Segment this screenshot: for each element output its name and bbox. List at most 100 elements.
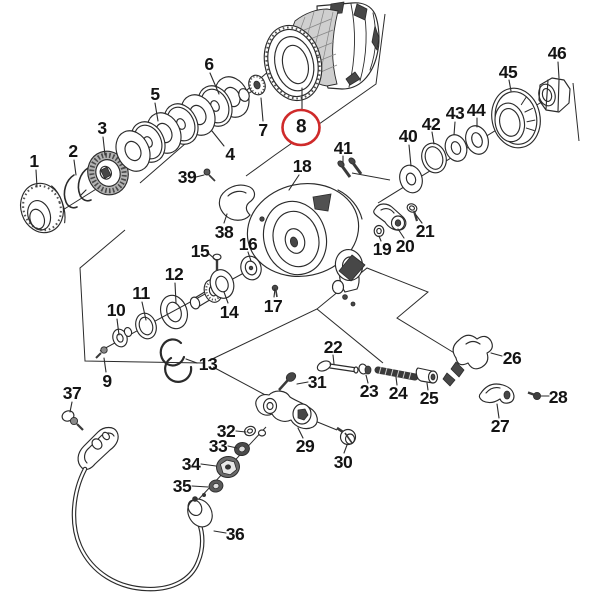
parts-19-21-clutch [373, 203, 419, 238]
part-3-drag-wheel [87, 150, 129, 196]
leader-line-17 [273, 288, 276, 298]
part-number: 16 [239, 234, 258, 254]
leader-line-18 [288, 174, 300, 191]
frame-line [572, 82, 580, 142]
leader-line-45 [508, 79, 512, 92]
leader-line-22 [332, 354, 335, 365]
frame-line [207, 267, 457, 362]
part-label-39: 39 [178, 167, 198, 187]
part-2-clips [63, 167, 92, 209]
part-label-22: 22 [324, 337, 344, 357]
parts-22-25-oscillation [316, 360, 439, 384]
parts-32-35-line-roller-hw [202, 425, 267, 497]
part-label-29: 29 [296, 436, 316, 456]
part-number: 23 [360, 381, 379, 401]
part-45-bearing [491, 87, 541, 149]
part-number: 21 [416, 221, 435, 241]
part-number: 4 [225, 144, 235, 164]
part-number: 32 [217, 421, 236, 441]
leader-line-26 [490, 352, 503, 357]
part-number: 36 [226, 524, 245, 544]
leader-line-13 [185, 358, 198, 364]
part-number: 33 [209, 436, 228, 456]
leader-line-1 [35, 169, 38, 188]
part-number: 2 [68, 141, 78, 161]
spool-flange-ring [263, 24, 323, 102]
part-8-spool [263, 1, 380, 102]
part-label-27: 27 [491, 416, 510, 436]
part-number: 46 [548, 43, 567, 63]
part-label-46: 46 [548, 43, 568, 63]
parts-4-5-6-drag-washers [115, 76, 250, 172]
leader-line-37 [69, 401, 73, 413]
part-13-clips [159, 338, 193, 383]
part-label-9: 9 [102, 371, 113, 391]
part-label-2: 2 [68, 141, 79, 161]
part-shapes [20, 1, 571, 592]
part-number: 14 [220, 302, 239, 322]
part-39-screw [203, 168, 216, 182]
leader-line-7 [260, 97, 264, 122]
parts-9-16-shaft-stack [95, 253, 262, 359]
frame-line [351, 172, 391, 181]
part-number: 20 [396, 236, 415, 256]
leader-line-36 [213, 530, 227, 534]
part-label-35: 35 [173, 476, 193, 496]
part-label-1: 1 [29, 151, 40, 171]
part-label-5: 5 [150, 84, 161, 104]
part-number: 3 [97, 118, 107, 138]
part-number: 13 [199, 354, 218, 374]
frame-line [79, 229, 204, 364]
part-label-44: 44 [467, 100, 487, 120]
leader-line-6 [209, 72, 220, 95]
leader-line-33 [227, 445, 238, 449]
part-label-26: 26 [503, 348, 523, 368]
part-label-17: 17 [264, 296, 283, 316]
part-label-24: 24 [389, 383, 409, 403]
part-label-36: 36 [226, 524, 246, 544]
part-label-10: 10 [107, 300, 127, 320]
leader-line-12 [174, 282, 177, 304]
part-label-41: 41 [334, 138, 354, 158]
frame-line [245, 13, 386, 177]
part-label-16: 16 [239, 234, 259, 254]
part-number: 15 [191, 241, 210, 261]
part-46-rotor-nut [538, 77, 571, 113]
part-1-drag-knob [20, 182, 66, 234]
leader-line-46 [557, 61, 560, 79]
part-label-19: 19 [373, 239, 393, 259]
frame-line [314, 420, 338, 431]
leader-line-29 [297, 427, 304, 439]
leader-line-34 [200, 463, 217, 467]
part-number: 31 [308, 372, 327, 392]
part-label-25: 25 [420, 388, 440, 408]
frame-line [316, 308, 384, 364]
part-number: 40 [399, 126, 418, 146]
leader-line-11 [141, 301, 147, 321]
part-number: 22 [324, 337, 343, 357]
part-label-12: 12 [165, 264, 185, 284]
leader-line-15 [207, 252, 218, 262]
part-label-23: 23 [360, 381, 380, 401]
part-label-7: 7 [258, 120, 268, 140]
part-number: 43 [446, 103, 465, 123]
part-label-33: 33 [209, 436, 229, 456]
part-label-8[interactable]: 8 [281, 108, 321, 147]
part-label-28: 28 [549, 387, 569, 407]
frame-line [212, 366, 272, 399]
leader-line-19 [378, 235, 382, 242]
part-41-screws [337, 157, 363, 178]
part-number: 30 [334, 452, 353, 472]
part-number: 24 [389, 383, 408, 403]
part-label-45: 45 [499, 62, 519, 82]
part-label-34: 34 [182, 454, 202, 474]
part-number: 41 [334, 138, 353, 158]
part-label-31: 31 [308, 372, 328, 392]
leader-line-3 [102, 136, 106, 156]
parts-26-28-kick-levers [442, 334, 542, 404]
leader-line-31 [296, 381, 309, 385]
part-label-32: 32 [217, 421, 237, 441]
